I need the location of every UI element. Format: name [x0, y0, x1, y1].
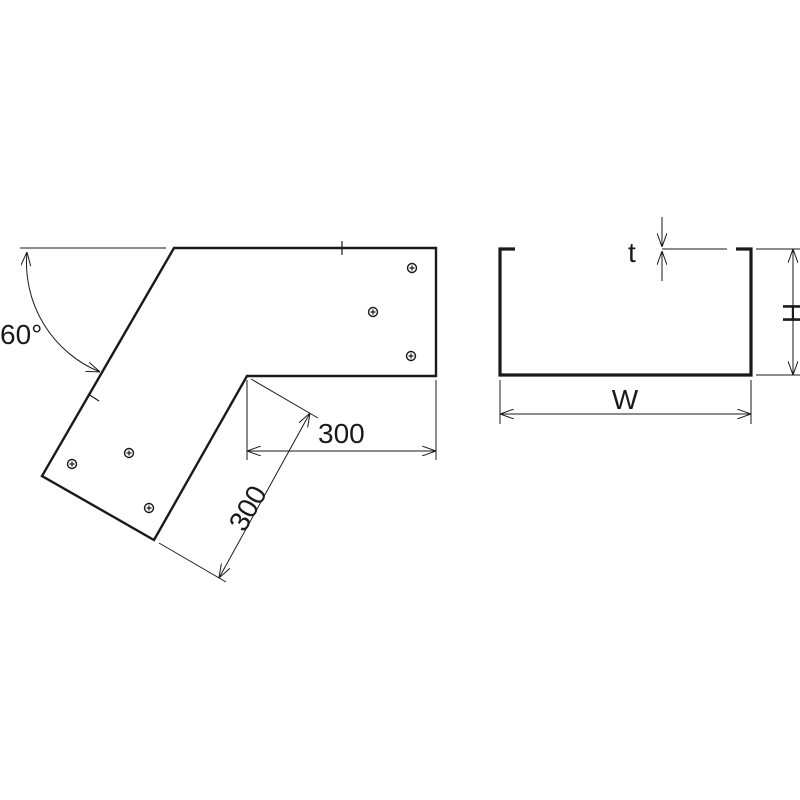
height-label: H — [777, 303, 800, 323]
plan-view: 60° 300 300 — [0, 241, 438, 583]
extension-line — [250, 378, 319, 419]
thickness-label: t — [628, 237, 636, 268]
angle-arc — [27, 252, 100, 372]
length-label-horizontal: 300 — [318, 418, 365, 449]
bolt-icon — [406, 262, 418, 274]
bolt-icon — [66, 458, 78, 470]
bolt-icon — [123, 447, 135, 459]
elbow-outline — [40, 246, 438, 542]
angle-label: 60° — [0, 319, 42, 350]
bolt-icon — [367, 306, 379, 318]
section-view: t H W — [498, 217, 800, 424]
bolt-icon — [405, 350, 417, 362]
width-label: W — [612, 384, 639, 415]
center-tick-left — [87, 393, 100, 402]
extension-line — [158, 542, 227, 583]
bolt-icon — [143, 502, 155, 514]
channel-profile — [498, 247, 753, 377]
dimension-line-300-diagonal — [219, 413, 310, 578]
length-label-diagonal: 300 — [223, 480, 273, 536]
